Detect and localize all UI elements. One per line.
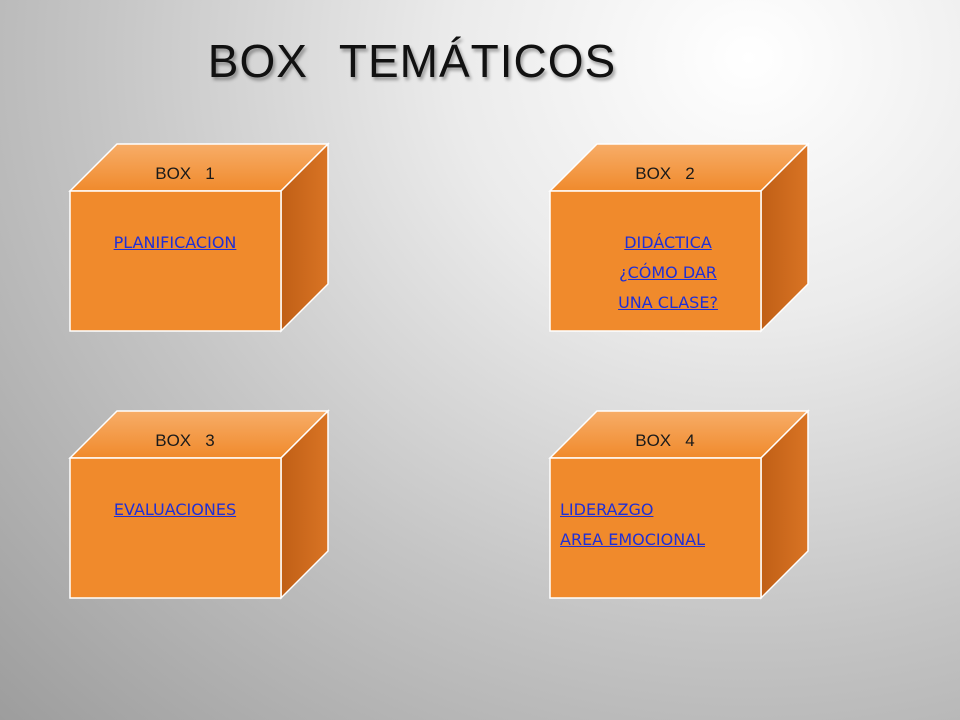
- box-1-label: BOX 1: [155, 164, 215, 183]
- link-area-emocional[interactable]: AREA EMOCIONAL: [560, 530, 706, 549]
- box-4-label: BOX 4: [635, 431, 695, 450]
- box-3-links: EVALUACIONES: [70, 495, 280, 525]
- box-2-links: DIDÁCTICA ¿CÓMO DAR UNA CLASE?: [618, 228, 718, 318]
- box-2-label: BOX 2: [635, 164, 695, 183]
- box-1-cube-shape: [68, 142, 330, 333]
- box-4-cube-shape: [548, 409, 810, 600]
- link-liderazgo[interactable]: LIDERAZGO: [560, 500, 654, 519]
- box-2-cube-shape: [548, 142, 810, 333]
- box-3-cube-shape: [68, 409, 330, 600]
- box-1-links: PLANIFICACION: [70, 228, 280, 258]
- box-3: BOX 3 EVALUACIONES: [68, 409, 332, 601]
- link-planificacion[interactable]: PLANIFICACION: [113, 233, 237, 252]
- link-didactica[interactable]: DIDÁCTICA: [624, 233, 712, 252]
- slide-title: BOX TEMÁTICOS: [207, 35, 617, 87]
- box-4-links: LIDERAZGO AREA EMOCIONAL: [550, 495, 770, 555]
- box-4: BOX 4 LIDERAZGO AREA EMOCIONAL: [548, 409, 812, 601]
- link-una-clase[interactable]: UNA CLASE?: [618, 293, 718, 312]
- box-2: BOX 2 DIDÁCTICA ¿CÓMO DAR UNA CLASE?: [548, 142, 812, 334]
- box-1: BOX 1 PLANIFICACION: [68, 142, 332, 334]
- link-como-dar[interactable]: ¿CÓMO DAR: [619, 263, 717, 282]
- link-evaluaciones[interactable]: EVALUACIONES: [113, 500, 237, 519]
- box-3-label: BOX 3: [155, 431, 215, 450]
